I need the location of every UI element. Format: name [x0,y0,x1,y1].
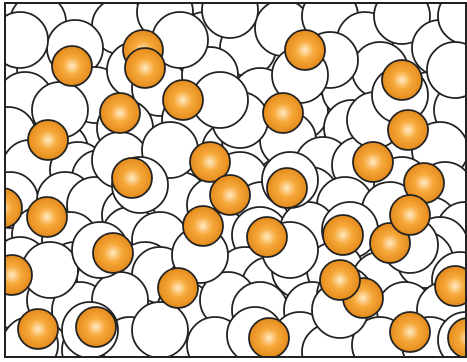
dopant-particle [285,30,325,70]
dopant-particle [323,215,363,255]
dopant-particle [112,158,152,198]
dopant-particle [435,266,467,306]
dopant-particle [353,142,393,182]
dopant-particle [27,197,67,237]
dopant-particle [100,93,140,133]
dopant-particle [390,195,430,235]
dopant-particle [28,120,68,160]
dopant-particle [382,60,422,100]
dopant-particle [267,168,307,208]
dopant-particle [249,318,289,358]
dopant-particle [183,206,223,246]
dopant-particle [163,80,203,120]
dopant-particle [263,93,303,133]
matrix-particle [132,302,188,358]
dopant-particle [93,233,133,273]
dopant-particle [158,268,198,308]
dopant-particle [18,309,58,349]
dopant-particle [125,48,165,88]
dopant-particle [320,260,360,300]
dopant-particle [390,312,430,352]
matrix-particle [0,12,48,68]
dopant-particle [76,307,116,347]
dopant-particle [247,217,287,257]
dopant-particle [388,110,428,150]
dopant-particle [210,175,250,215]
dopant-particle [52,46,92,86]
